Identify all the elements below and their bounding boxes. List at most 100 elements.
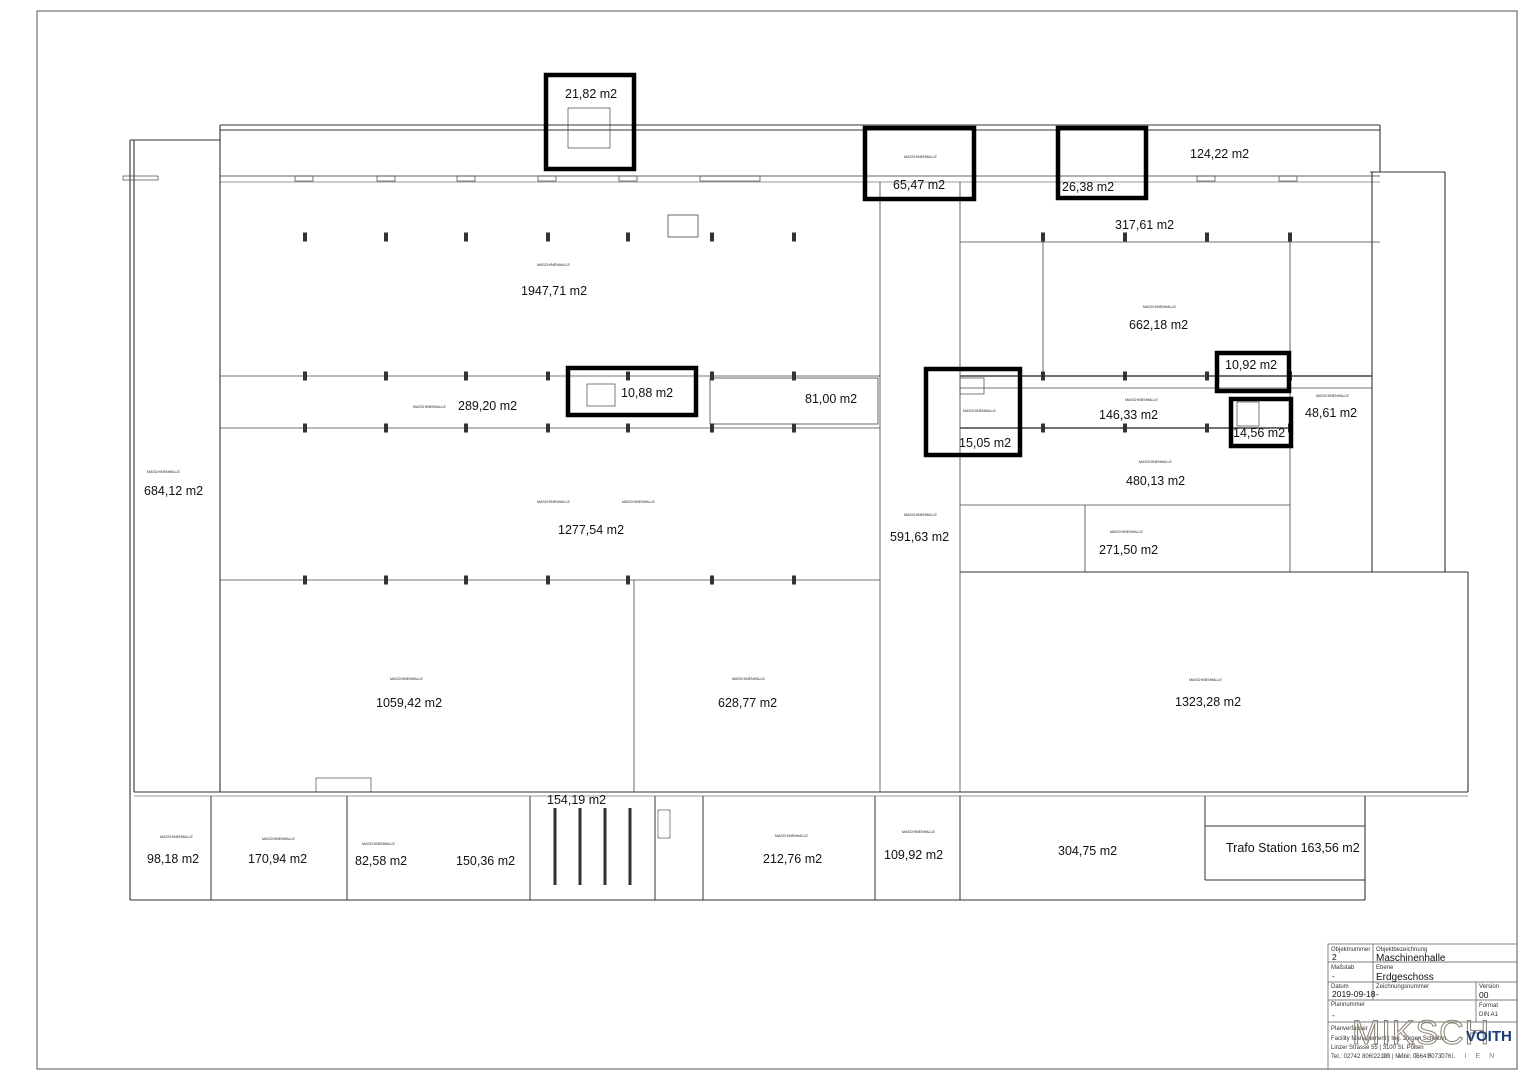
column-marker (1123, 423, 1127, 433)
room-tag: MASCHINENHALLE (1139, 460, 1173, 464)
room-tag: MASCHINENHALLE (1316, 394, 1350, 398)
plannummer-label: Plannummer (1331, 1002, 1365, 1008)
area-label: 98,18 m2 (147, 852, 199, 866)
area-label: 591,63 m2 (890, 530, 949, 544)
room-tag: MASCHINENHALLE (902, 830, 936, 834)
area-label: Trafo Station 163,56 m2 (1226, 841, 1360, 855)
area-label: 15,05 m2 (959, 436, 1011, 450)
zeichnungsnummer-value: - (1376, 989, 1379, 999)
area-label: 1947,71 m2 (521, 284, 587, 298)
miksch-logo-sub: IMMOBILIEN (1372, 1053, 1503, 1060)
column-marker (546, 232, 550, 242)
area-labels: 21,82 m2 65,47 m2 26,38 m2 124,22 m2 317… (144, 87, 1360, 868)
column-marker (384, 371, 388, 381)
column-marker (792, 575, 796, 585)
wall-bays (122, 175, 1298, 182)
room-tag: MASCHINENHALLE (362, 842, 396, 846)
column-marker (303, 423, 307, 433)
plannummer-value: - (1332, 1010, 1335, 1020)
area-label: 154,19 m2 (547, 793, 606, 807)
version-value: 00 (1479, 990, 1489, 1000)
highlight-boxes (543, 72, 1294, 458)
column-marker (1205, 232, 1209, 242)
column-marker (1123, 371, 1127, 381)
room-tag: MASCHINENHALLE (622, 500, 656, 504)
column-marker (710, 371, 714, 381)
area-label: 146,33 m2 (1099, 408, 1158, 422)
building-outline (129, 124, 1469, 901)
version-label: Version (1479, 984, 1499, 990)
column-marker (1205, 423, 1209, 433)
area-label: 48,61 m2 (1305, 406, 1357, 420)
column-marker (626, 371, 630, 381)
room-tag: MASCHINENHALLE (904, 155, 938, 159)
title-block-text: Objektnummer 2 Objektbezeichnung Maschin… (1331, 947, 1512, 1060)
column-marker (710, 423, 714, 433)
ebene-value: Erdgeschoss (1376, 972, 1434, 983)
column-marker (384, 232, 388, 242)
format-value: DIN A1 (1479, 1012, 1499, 1018)
area-label: 65,47 m2 (893, 178, 945, 192)
title-block (1327, 943, 1518, 1070)
area-label: 10,92 m2 (1225, 358, 1277, 372)
objektnummer-label: Objektnummer (1331, 947, 1370, 953)
area-label: 21,82 m2 (565, 87, 617, 101)
room-tags: MASCHINENHALLE MASCHINENHALLE MASCHINENH… (147, 155, 1350, 846)
area-label: 628,77 m2 (718, 696, 777, 710)
planverfasser-label: Planverfasser (1331, 1026, 1368, 1032)
room-tag: MASCHINENHALLE (775, 834, 809, 838)
column-marker (1041, 423, 1045, 433)
area-label: 304,75 m2 (1058, 844, 1117, 858)
room-tag: MASCHINENHALLE (732, 677, 766, 681)
room-tag: MASCHINENHALLE (1110, 530, 1144, 534)
column-marker (464, 423, 468, 433)
planverfasser-line1: Facility Management | Ing. Jürgen Scheib… (1331, 1036, 1447, 1042)
column-marker (710, 232, 714, 242)
column-marker (792, 371, 796, 381)
column-marker (1123, 232, 1127, 242)
room-tag: MASCHINENHALLE (1143, 305, 1177, 309)
area-label: 662,18 m2 (1129, 318, 1188, 332)
area-label: 212,76 m2 (763, 852, 822, 866)
area-label: 109,92 m2 (884, 848, 943, 862)
room-tag: MASCHINENHALLE (1189, 678, 1223, 682)
column-marker (464, 575, 468, 585)
column-marker (384, 575, 388, 585)
massstab-label: Maßstab (1331, 965, 1355, 971)
room-tag: MASCHINENHALLE (413, 405, 447, 409)
area-label: 317,61 m2 (1115, 218, 1174, 232)
datum-value: 2019-09-18 (1332, 989, 1376, 999)
column-marker (792, 232, 796, 242)
sheet-border (36, 10, 1518, 1070)
area-label: 480,13 m2 (1126, 474, 1185, 488)
ebene-label: Ebene (1376, 965, 1394, 971)
area-label: 150,36 m2 (456, 854, 515, 868)
column-marker (546, 371, 550, 381)
voith-logo: VOITH (1466, 1028, 1512, 1045)
room-tag: MASCHINENHALLE (262, 837, 296, 841)
area-label: 271,50 m2 (1099, 543, 1158, 557)
zeichnungsnummer-label: Zeichnungsnummer (1376, 984, 1429, 990)
room-tag: MASCHINENHALLE (160, 835, 194, 839)
column-marker (464, 371, 468, 381)
room-tag: MASCHINENHALLE (537, 263, 571, 267)
area-label: 1277,54 m2 (558, 523, 624, 537)
objektnummer-value: 2 (1332, 952, 1337, 962)
area-label: 81,00 m2 (805, 392, 857, 406)
area-label: 684,12 m2 (144, 484, 203, 498)
column-marker (626, 423, 630, 433)
objektbezeichnung-label: Objektbezeichnung (1376, 947, 1427, 953)
area-label: 26,38 m2 (1062, 180, 1114, 194)
miksch-logo: MIKSCH (1352, 1014, 1490, 1052)
column-marker (546, 423, 550, 433)
room-tag: MASCHINENHALLE (537, 500, 571, 504)
column-markers (303, 232, 1292, 585)
area-label: 289,20 m2 (458, 399, 517, 413)
column-marker (792, 423, 796, 433)
area-label: 1059,42 m2 (376, 696, 442, 710)
format-label: Format (1479, 1003, 1498, 1009)
column-marker (710, 575, 714, 585)
room-tag: MASCHINENHALLE (904, 513, 938, 517)
objektbezeichnung-value: Maschinenhalle (1376, 953, 1446, 964)
